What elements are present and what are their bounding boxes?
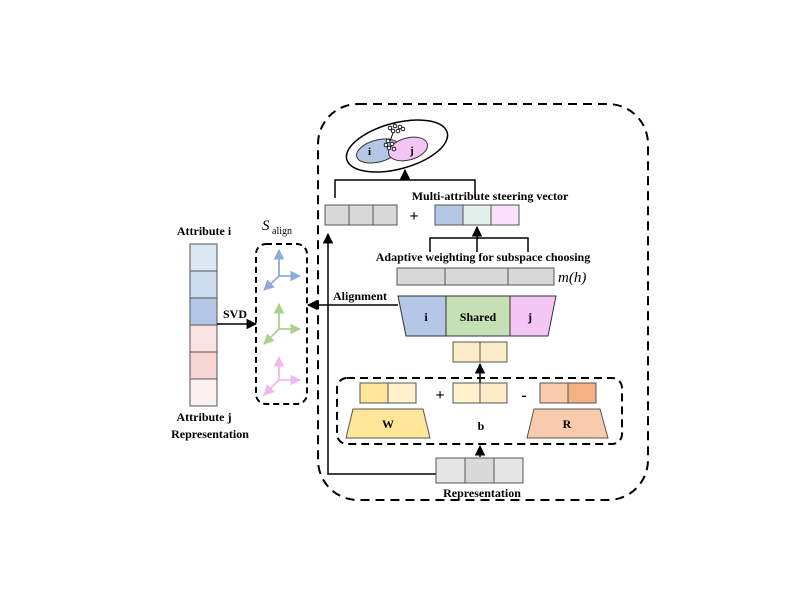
latent-space-ellipse: i j <box>345 119 449 173</box>
column-cell-5 <box>189 351 218 380</box>
trapezoid-shared-label: Shared <box>460 310 497 324</box>
input-representation-vector <box>435 457 524 484</box>
ellipse-j-label: j <box>409 145 414 157</box>
column-cell-3 <box>189 297 218 326</box>
column-cell-1 <box>189 243 218 272</box>
w-vector <box>359 382 417 404</box>
b-label: b <box>478 419 485 433</box>
module-container <box>317 103 649 501</box>
b-vector <box>452 382 508 404</box>
adaptive-weighting-label: Adaptive weighting for subspace choosing <box>376 250 590 264</box>
attribute-j-label: Attribute j <box>177 410 232 424</box>
attribute-i-label: Attribute i <box>177 224 232 238</box>
subspace-j-ellipse <box>387 136 429 162</box>
mh-label: m(h) <box>558 270 586 286</box>
left-representation-label: Representation <box>171 427 249 441</box>
steering-vector <box>434 204 520 226</box>
adaptive-fork <box>429 237 529 252</box>
pink-axis-icon <box>263 355 302 396</box>
trapezoid-j-label: j <box>527 310 532 324</box>
green-axis-icon <box>263 302 302 345</box>
r-vector <box>539 382 597 404</box>
r-label: R <box>563 417 572 431</box>
subspace-trapezoid <box>397 295 557 337</box>
ellipse-i-label: i <box>368 146 371 158</box>
skip-connection-arrow <box>322 232 436 475</box>
blue-axis-icon <box>263 248 302 291</box>
s-align-box <box>255 243 308 405</box>
r-trapezoid <box>526 408 609 439</box>
gray-vector <box>324 204 398 226</box>
bottom-representation-label: Representation <box>443 486 521 500</box>
column-cell-6 <box>189 378 218 407</box>
plus-sign-top: + <box>409 208 418 225</box>
s-align-subscript: align <box>272 226 292 237</box>
s-align-symbol: S <box>262 218 270 234</box>
trapezoid-i-label: i <box>424 310 428 324</box>
w-label: W <box>382 417 394 431</box>
column-cell-2 <box>189 270 218 299</box>
w-trapezoid <box>345 408 431 439</box>
cream-vector <box>452 341 508 363</box>
representation-column <box>189 243 218 407</box>
svd-label: SVD <box>223 307 247 321</box>
steering-vector-label: Multi-attribute steering vector <box>412 189 569 203</box>
embedding-cluster-icon <box>383 123 406 152</box>
column-cell-4 <box>189 324 218 353</box>
mh-vector <box>396 267 555 286</box>
minus-sign: - <box>521 387 526 404</box>
plus-sign-bottom: + <box>435 387 444 404</box>
alignment-label: Alignment <box>333 289 387 303</box>
